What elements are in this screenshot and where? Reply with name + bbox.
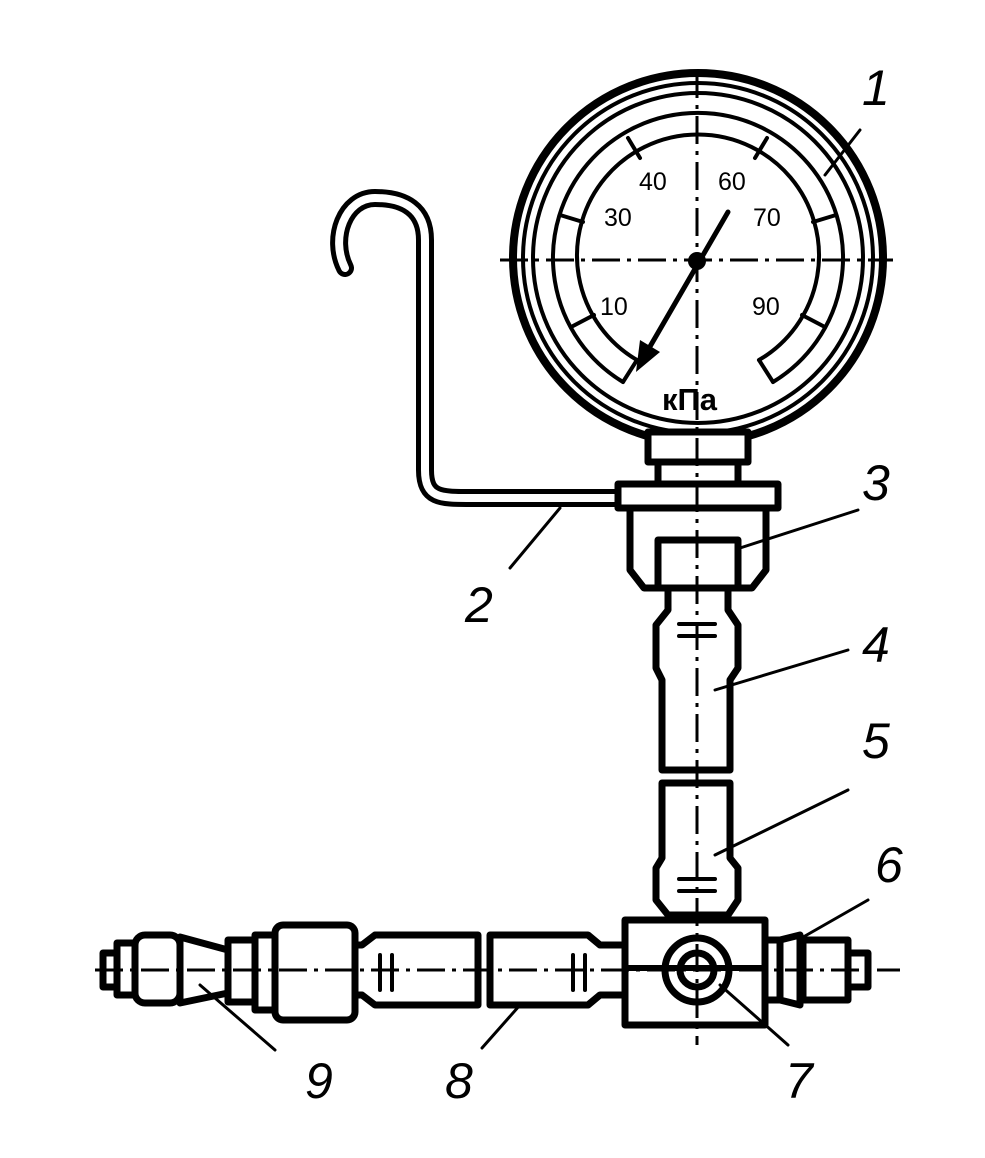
leader-lines <box>198 128 870 1052</box>
scale-label-40: 40 <box>639 168 667 196</box>
callout-3: 3 <box>862 455 890 511</box>
vertical-hose-lower <box>652 779 742 919</box>
scale-label-90: 90 <box>752 293 780 321</box>
callout-9: 9 <box>305 1053 333 1109</box>
gauge-needle <box>636 209 731 372</box>
hook-bracket <box>330 189 644 507</box>
scale-label-70: 70 <box>753 204 781 232</box>
unit-label: кПа <box>662 382 718 417</box>
center-lines <box>95 70 900 1045</box>
callout-5: 5 <box>862 713 890 769</box>
callout-6: 6 <box>875 837 903 893</box>
callout-4: 4 <box>862 617 890 673</box>
scale-label-60: 60 <box>718 168 746 196</box>
callout-2: 2 <box>464 577 493 633</box>
callout-1: 1 <box>862 60 890 116</box>
callout-7: 7 <box>785 1053 815 1109</box>
callout-8: 8 <box>445 1053 473 1109</box>
callout-labels: 1 2 3 4 5 6 7 8 9 <box>305 60 903 1109</box>
scale-ticks <box>558 136 838 328</box>
scale-label-30: 30 <box>604 204 632 232</box>
left-end-fitting <box>99 921 359 1024</box>
scale-label-10: 10 <box>600 293 628 321</box>
